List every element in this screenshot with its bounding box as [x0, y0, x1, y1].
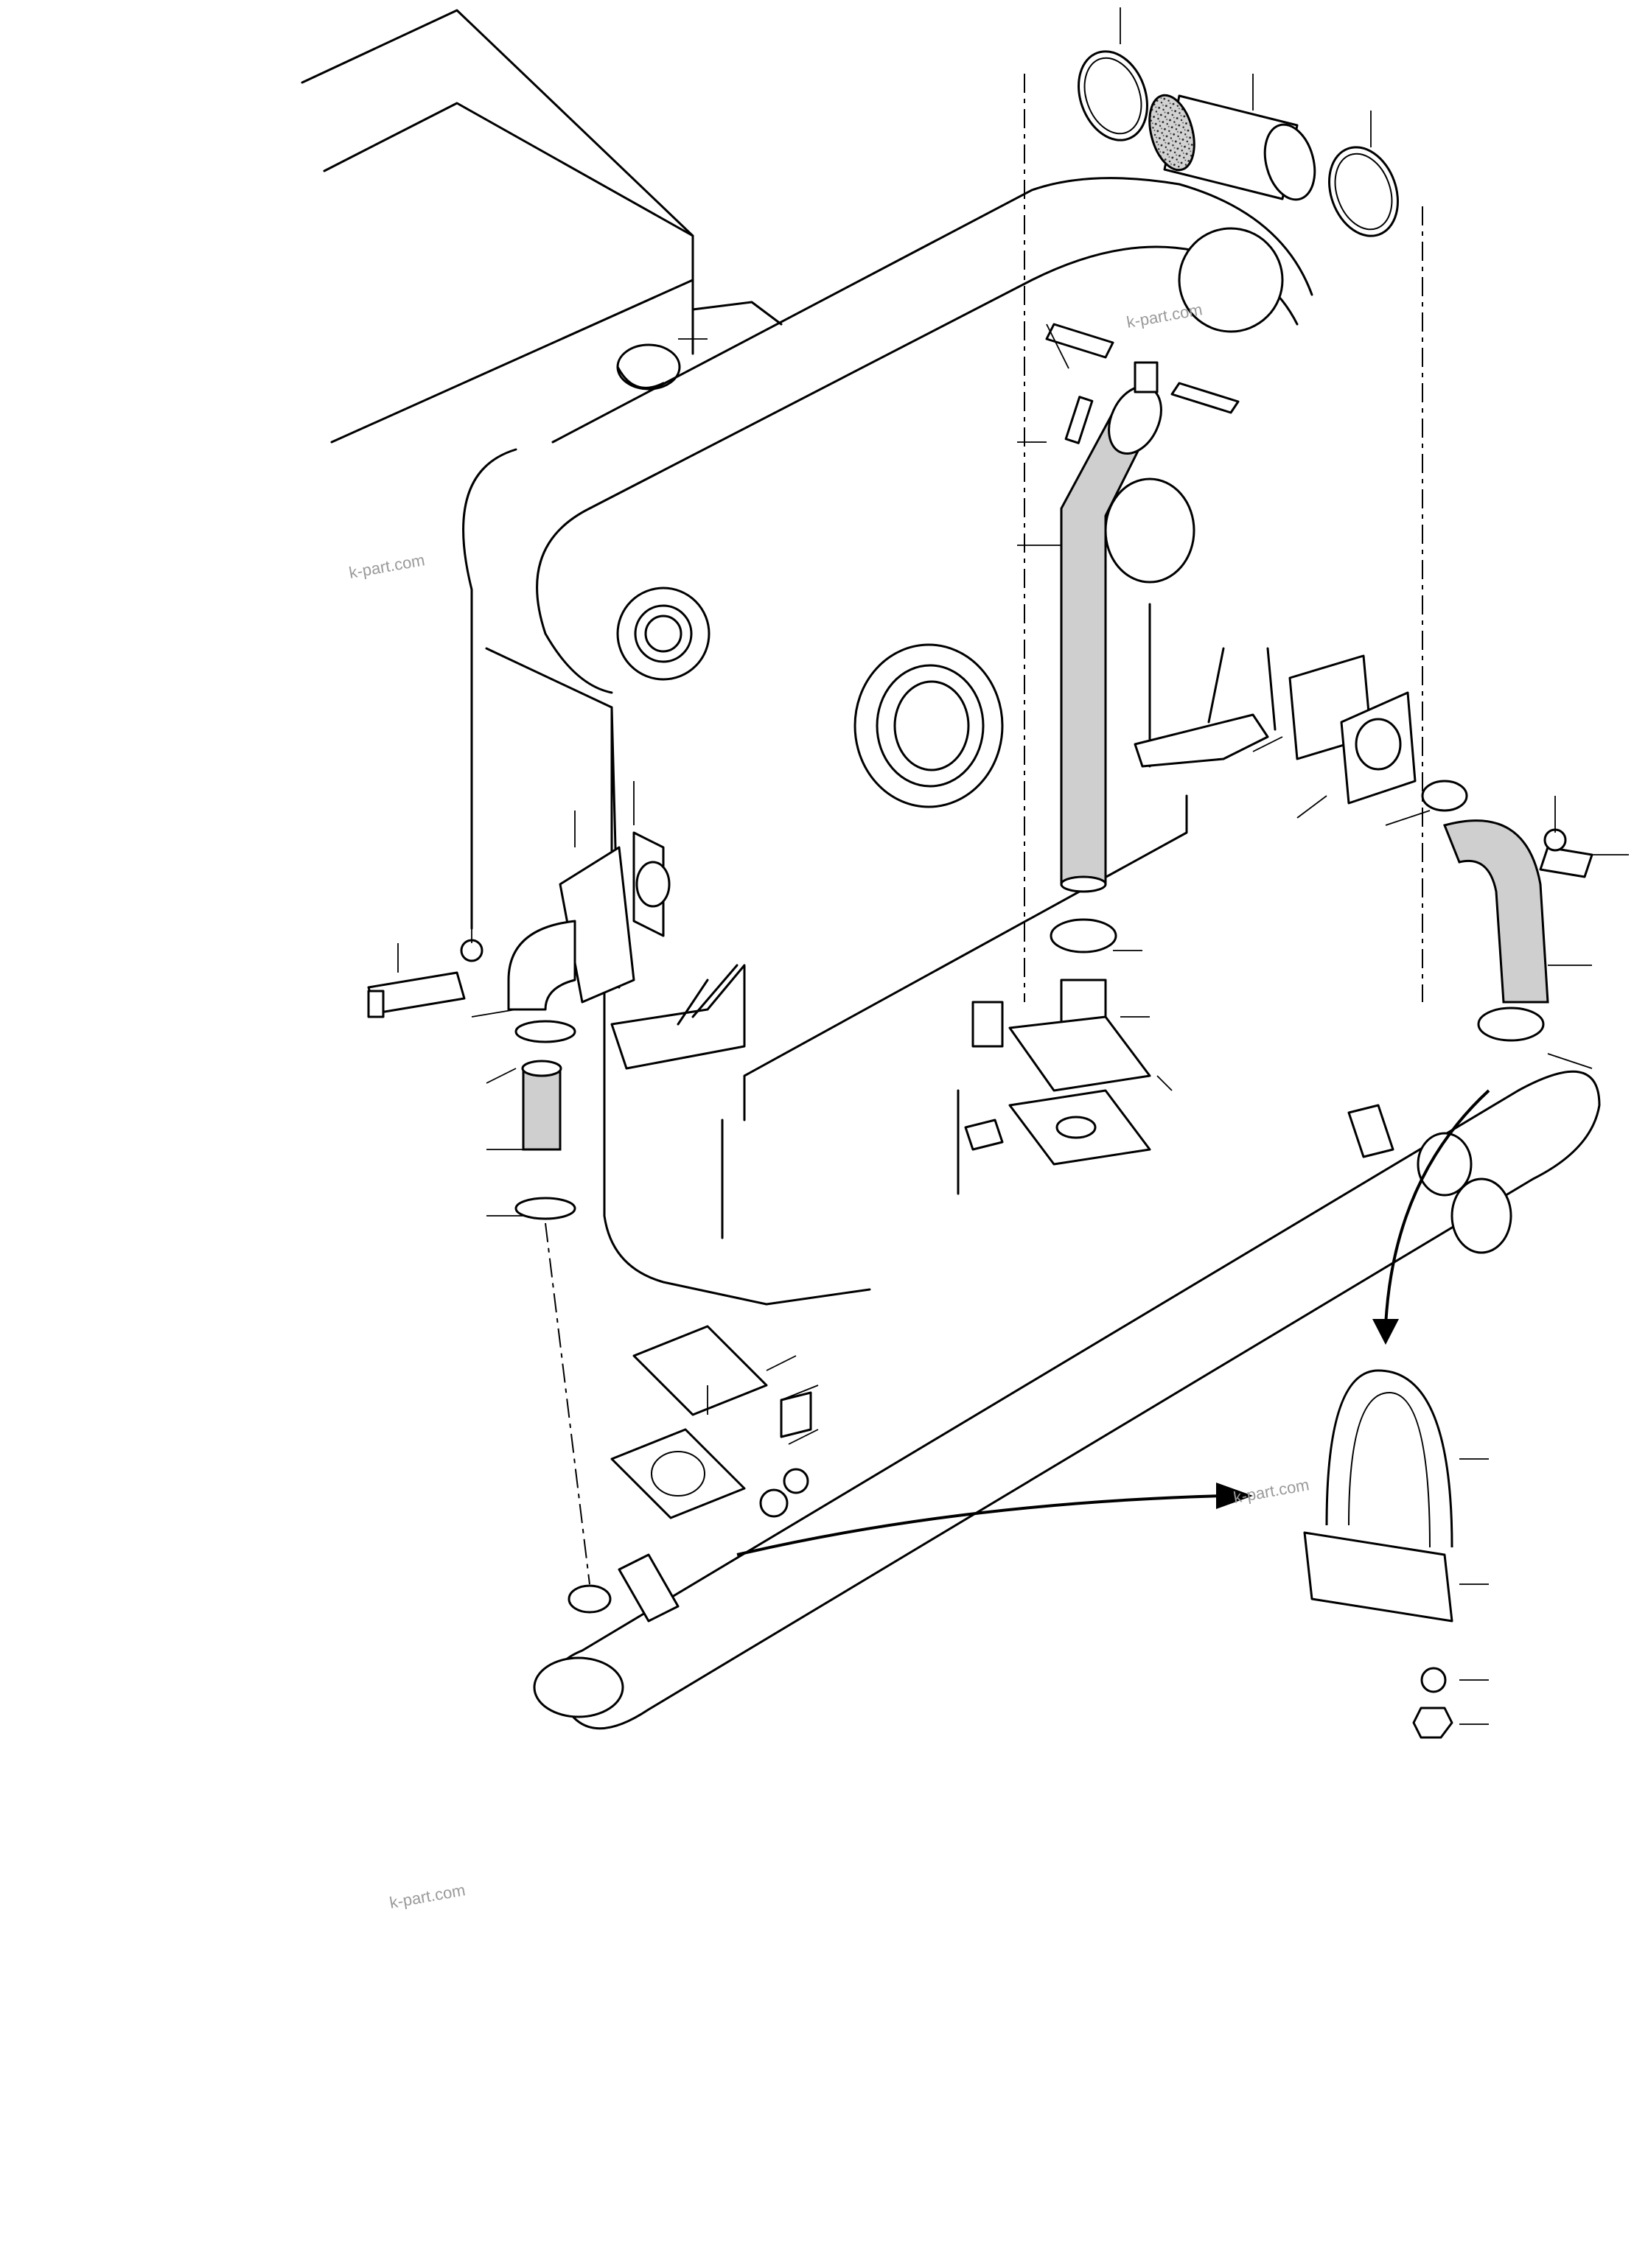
- muffler: [533, 1070, 1601, 1730]
- watermark-bottom: k-part.com: [388, 1880, 467, 1912]
- callout-leaders: [397, 7, 1629, 1725]
- watermark-left: k-part.com: [348, 550, 427, 582]
- right-elbow-assembly: [1288, 654, 1593, 1042]
- engine-housing: [301, 9, 1313, 1306]
- detail-arrows: [736, 1089, 1490, 1556]
- top-hose-assembly: [1024, 50, 1423, 1002]
- u-bolt-clamp-detail: [1303, 1369, 1453, 1739]
- left-elbow-assembly: [367, 831, 671, 1585]
- watermark-top: k-part.com: [1125, 300, 1204, 332]
- vertical-flex-hose: [964, 323, 1240, 1166]
- watermark-middle: k-part.com: [1232, 1475, 1311, 1507]
